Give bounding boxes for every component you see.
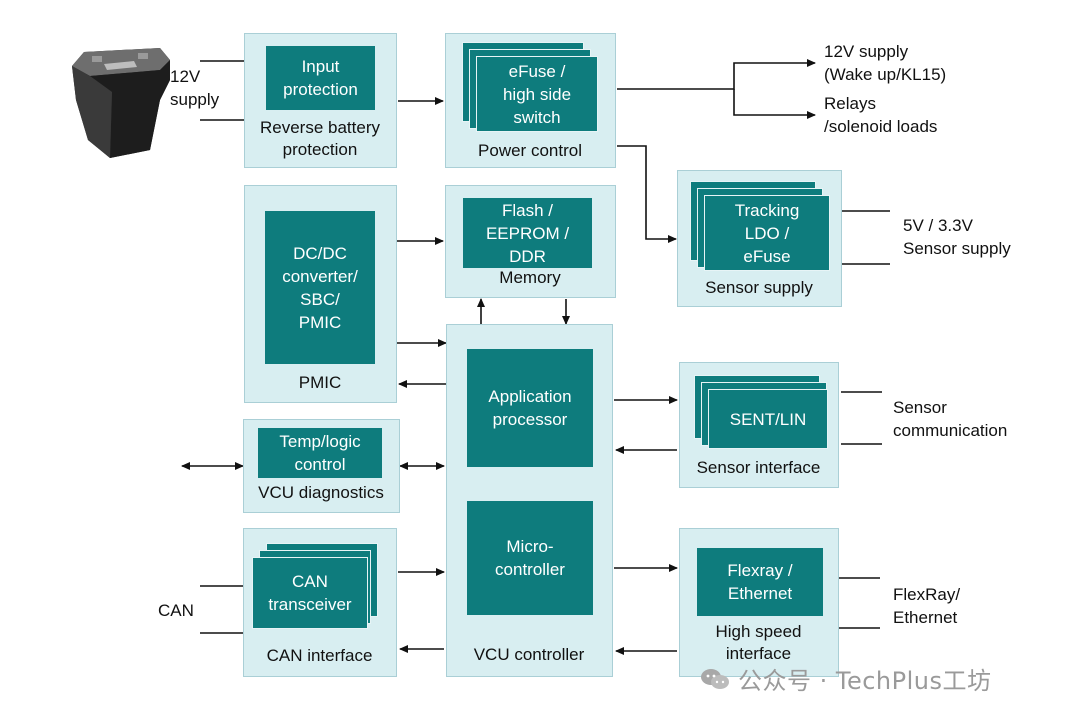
can-label: CAN: [158, 601, 194, 620]
efuse-box: eFuse / high side switch: [476, 56, 598, 132]
power-control-block: eFuse / high side switch Power control: [445, 33, 616, 168]
protection-block: Input protection Reverse battery protect…: [244, 33, 397, 168]
arrow-sensor-supply: [617, 145, 677, 243]
flash-eeprom-box: Flash / EEPROM / DDR: [463, 198, 592, 268]
sensor-supply-label: Sensor supply: [705, 278, 813, 297]
wechat-icon: [701, 668, 729, 689]
watermark-text: 公众号 · TechPlus工坊: [738, 667, 992, 695]
sensor-supply-block: Tracking LDO / eFuse Sensor supply: [677, 170, 842, 307]
protection-label: Reverse battery protection: [260, 118, 380, 159]
flexray-ethernet-label: FlexRay/ Ethernet: [893, 585, 961, 627]
power-control-label: Power control: [478, 141, 582, 160]
can-interface-label: CAN interface: [266, 646, 373, 665]
sensor-interface-block: SENT/LIN Sensor interface: [679, 362, 839, 488]
temp-logic-box: Temp/logic control: [258, 428, 382, 478]
vcu-controller-block: Application processor Micro- controller …: [446, 324, 613, 677]
can-interface-block: CAN transceiver CAN interface: [243, 528, 397, 677]
high-speed-interface-label: High speed interface: [715, 622, 802, 663]
tracking-ldo-box: Tracking LDO / eFuse: [704, 195, 830, 271]
arrow-relays: [733, 89, 816, 119]
battery-icon: [72, 48, 170, 158]
high-speed-interface-block: Flexray / Ethernet High speed interface: [679, 528, 839, 677]
application-processor-box: Application processor: [467, 349, 593, 467]
input-protection-box: Input protection: [266, 46, 375, 110]
vcu-diagnostics-label: VCU diagnostics: [258, 483, 384, 502]
vcu-diagnostics-block: Temp/logic control VCU diagnostics: [243, 419, 400, 513]
can-transceiver-box: CAN transceiver: [252, 557, 368, 629]
memory-block: Flash / EEPROM / DDR Memory: [445, 185, 616, 298]
sensor-supply-output-label: 5V / 3.3V Sensor supply: [903, 216, 1011, 258]
microcontroller-box: Micro- controller: [467, 501, 593, 615]
memory-label: Memory: [499, 268, 561, 287]
battery-supply-label: 12V supply: [170, 67, 220, 109]
sensor-interface-label: Sensor interface: [696, 458, 821, 477]
dcdc-converter-box: DC/DC converter/ SBC/ PMIC: [265, 211, 375, 364]
wakeup-output-label: 12V supply (Wake up/KL15): [824, 42, 947, 84]
arrow-wakeup: [617, 59, 816, 90]
relays-output-label: Relays /solenoid loads: [824, 94, 938, 136]
pmic-label: PMIC: [298, 373, 342, 392]
sensor-communication-label: Sensor communication: [893, 398, 1008, 440]
vcu-controller-label: VCU controller: [473, 645, 585, 664]
sent-lin-box: SENT/LIN: [708, 389, 828, 449]
flexray-ethernet-box: Flexray / Ethernet: [697, 548, 823, 616]
pmic-block: DC/DC converter/ SBC/ PMIC PMIC: [244, 185, 397, 403]
watermark: 公众号 · TechPlus工坊: [700, 661, 992, 696]
